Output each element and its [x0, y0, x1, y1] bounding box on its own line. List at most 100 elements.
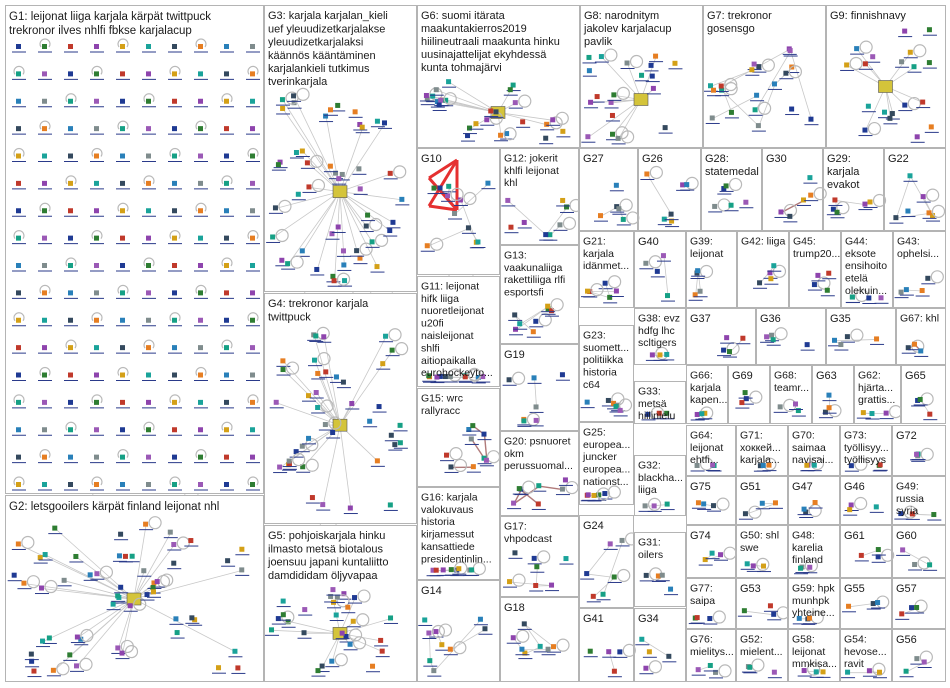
group-edge	[640, 56, 657, 100]
vertex-node	[430, 93, 436, 99]
group-edge	[339, 191, 403, 201]
group-edge	[759, 265, 775, 284]
group-label-g45-line: G45:	[793, 235, 816, 247]
vertex-node	[820, 669, 826, 675]
vertex-node	[521, 621, 527, 627]
group-panel-g39: G39:leijonat	[686, 231, 737, 308]
self-loop	[221, 175, 233, 185]
self-loop	[724, 82, 738, 96]
group-edge	[448, 81, 499, 113]
vertex-node	[336, 176, 342, 182]
vertex-node	[744, 561, 750, 567]
group-edge	[721, 90, 760, 127]
vertex-node	[646, 649, 652, 655]
vertex-node	[743, 199, 749, 205]
self-loop	[526, 412, 541, 426]
group-border	[854, 365, 901, 424]
group-panel-g19: G19	[500, 344, 579, 431]
group-border	[579, 148, 638, 231]
group-label-g11-line: eurohockeyto...	[421, 367, 493, 379]
vertex-node	[899, 59, 905, 65]
vertex-node	[757, 280, 763, 286]
group-label-g34-line: G34	[638, 613, 659, 625]
self-loop	[91, 230, 103, 239]
vertex-node	[710, 503, 716, 509]
group-border	[417, 388, 500, 487]
group-label-g5-line: damdididam öljyvapaa	[268, 570, 378, 582]
vertex-node	[304, 160, 310, 166]
self-loop	[316, 326, 330, 340]
vertex-node	[662, 125, 668, 131]
group-label-g48-line: G48:	[792, 529, 815, 541]
vertex-node	[768, 276, 774, 282]
vertex-node	[433, 567, 439, 573]
vertex-node	[388, 432, 394, 438]
group-edge	[835, 200, 866, 205]
group-label-g48-line: karelia	[792, 542, 823, 554]
self-loop	[774, 327, 788, 341]
vertex-node	[16, 454, 21, 460]
group-edge	[781, 199, 805, 214]
vertex-node	[74, 663, 80, 669]
hub-node	[633, 93, 649, 106]
vertex-node	[506, 377, 512, 383]
vertex-node	[320, 502, 326, 508]
vertex-node	[530, 329, 536, 335]
self-loop	[79, 657, 93, 671]
group-edge	[642, 639, 670, 658]
vertex-node	[224, 345, 229, 351]
vertex-node	[469, 567, 475, 573]
vertex-node	[866, 668, 872, 674]
vertex-node	[250, 345, 255, 351]
vertex-node	[804, 462, 810, 468]
group-panel-g63: G63	[812, 365, 854, 424]
vertex-node	[293, 149, 299, 155]
vertex-node	[146, 208, 151, 214]
group-label-g74-line: G74	[690, 530, 711, 542]
vertex-node	[172, 71, 177, 77]
vertex-node	[639, 636, 645, 642]
self-loop	[169, 394, 181, 404]
group-edge	[865, 86, 886, 131]
group-label-g23-line: historia	[583, 367, 617, 379]
vertex-node	[198, 427, 203, 433]
vertex-node	[118, 531, 124, 537]
group-label-g71-line: karjala...	[740, 454, 780, 466]
self-loop	[91, 65, 103, 75]
self-loop	[804, 558, 818, 573]
group-edge	[427, 227, 470, 247]
vertex-node	[915, 397, 921, 403]
group-edge	[293, 96, 341, 192]
self-loop	[859, 40, 873, 54]
group-edge	[520, 306, 549, 325]
group-label-g33-line: metsä	[638, 398, 667, 410]
vertex-node	[42, 98, 47, 104]
vertex-node	[512, 100, 518, 106]
group-edge	[834, 339, 878, 342]
vertex-node	[172, 208, 177, 214]
vertex-node	[795, 408, 801, 414]
group-edge	[339, 425, 352, 509]
group-panel-g58: G58:leijonatmmkisa...	[788, 629, 840, 682]
group-panel-g65: G65	[901, 365, 946, 424]
group-label-g71-line: G71:	[740, 429, 763, 441]
vertex-node	[668, 211, 674, 217]
group-label-g58-line: leijonat	[792, 646, 825, 658]
group-border	[823, 148, 884, 231]
group-edge	[618, 99, 642, 140]
self-loop	[926, 188, 940, 202]
group-label-g27-line: G27	[583, 153, 604, 165]
vertex-node	[442, 374, 448, 380]
vertex-node	[815, 272, 821, 278]
vertex-node	[198, 44, 203, 49]
self-loop	[761, 58, 775, 72]
vertex-node	[42, 180, 47, 186]
group-edge	[339, 191, 358, 252]
group-edge	[287, 191, 341, 265]
vertex-node	[120, 372, 125, 378]
group-panel-g66: G66:karjalakapen...	[686, 365, 728, 424]
vertex-node	[16, 235, 21, 241]
vertex-node	[167, 529, 173, 535]
